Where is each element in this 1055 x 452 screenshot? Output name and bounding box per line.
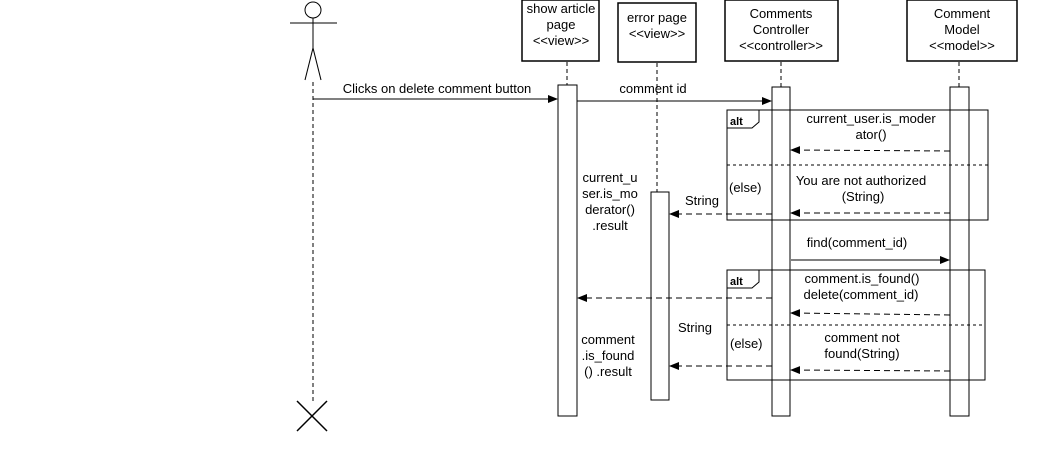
model-stereotype: <<model>>: [929, 38, 995, 53]
msg-click-delete-label: Clicks on delete comment button: [343, 81, 532, 96]
msg-string-1-label: String: [685, 193, 719, 208]
error-view-stereotype: <<view>>: [629, 26, 685, 41]
found-result-line-3: () .result: [584, 364, 632, 379]
msg-not-found: comment not found(String): [790, 330, 951, 375]
error-view-activation: [650, 191, 670, 401]
note-moderator-result: current_u ser.is_mo derator() .result: [582, 170, 638, 233]
article-view-activation: [557, 84, 578, 417]
participant-controller: Comments Controller <<controller>>: [724, 0, 839, 62]
controller-stereotype: <<controller>>: [739, 38, 823, 53]
controller-activation: [771, 86, 791, 417]
moderator-result-line-4: .result: [592, 218, 628, 233]
moderator-result-line-1: current_u: [583, 170, 638, 185]
msg-string-1: String: [669, 193, 772, 218]
alt-2-operator: alt: [730, 276, 743, 288]
msg-is-moderator: current_user.is_moder ator(): [790, 111, 951, 155]
alt-fragment-2: alt (else): [726, 269, 986, 381]
alt-2-else-label: (else): [730, 336, 763, 351]
participant-error-view: error page <<view>>: [617, 2, 697, 63]
msg-delete-label: delete(comment_id): [804, 287, 919, 302]
msg-click-delete: Clicks on delete comment button: [313, 81, 558, 103]
model-line-2: Model: [944, 22, 980, 37]
msg-find-label: find(comment_id): [807, 235, 907, 250]
msg-is-moderator-line-1: current_user.is_moder: [806, 111, 936, 126]
msg-is-moderator-line-2: ator(): [855, 127, 886, 142]
alt-fragment-1: alt (else): [726, 109, 989, 221]
participant-article-view: show article page <<view>>: [521, 0, 600, 62]
destroy-marker: [296, 400, 328, 432]
article-view-line-2: page: [547, 17, 576, 32]
moderator-result-line-2: ser.is_mo: [582, 186, 638, 201]
msg-not-found-line-1: comment not: [824, 330, 900, 345]
msg-comment-id: comment id: [577, 81, 772, 105]
alt-1-operator: alt: [730, 116, 743, 128]
controller-line-2: Controller: [753, 22, 810, 37]
found-result-line-1: comment: [581, 332, 635, 347]
alt-1-else-label: (else): [729, 180, 762, 195]
msg-not-found-line-2: found(String): [824, 346, 899, 361]
msg-delete: comment.is_found() delete(comment_id): [790, 271, 951, 318]
controller-line-1: Comments: [750, 6, 813, 21]
article-view-stereotype: <<view>>: [533, 33, 589, 48]
participant-model: Comment Model <<model>>: [906, 0, 1018, 62]
moderator-result-line-3: derator(): [585, 202, 635, 217]
msg-not-authorized-line-1: You are not authorized: [796, 173, 926, 188]
msg-not-authorized-line-2: (String): [842, 189, 885, 204]
msg-is-found-label: comment.is_found(): [805, 271, 920, 286]
article-view-line-1: show article: [527, 1, 596, 16]
found-result-line-2: .is_found: [582, 348, 635, 363]
actor-user: [290, 1, 337, 81]
msg-comment-id-label: comment id: [619, 81, 686, 96]
msg-string-2-label: String: [678, 320, 712, 335]
msg-not-authorized: You are not authorized (String): [790, 173, 950, 217]
model-activation: [949, 86, 970, 417]
msg-string-2: String: [669, 320, 772, 370]
error-view-line-1: error page: [627, 10, 687, 25]
note-found-result: comment .is_found () .result: [581, 332, 635, 379]
model-line-1: Comment: [934, 6, 991, 21]
msg-find: find(comment_id): [791, 235, 950, 264]
